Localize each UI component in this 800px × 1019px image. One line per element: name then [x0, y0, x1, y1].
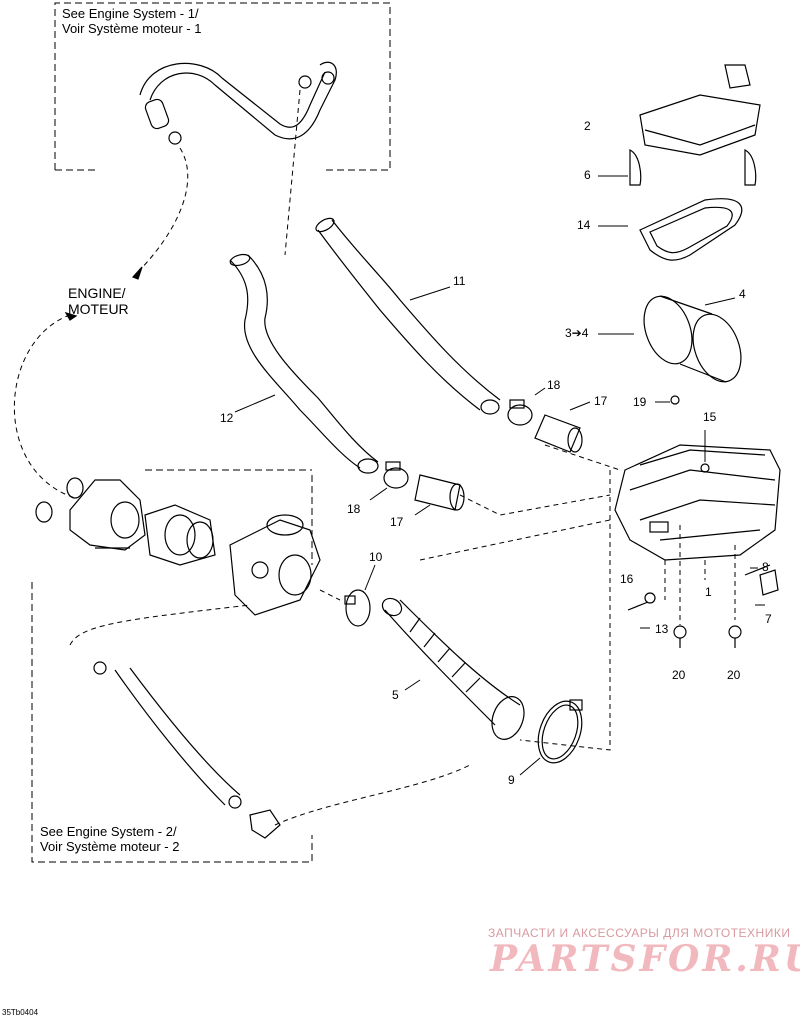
ref-engine-system-1-line2: Voir Système moteur - 1	[62, 21, 202, 36]
o-rings	[35, 477, 84, 523]
callout-7: 7	[765, 612, 772, 626]
callout-15: 15	[703, 410, 717, 424]
callout-17-lower: 17	[390, 515, 404, 529]
callout-8: 8	[762, 560, 769, 574]
coupler-17-lower	[414, 474, 465, 511]
callout-13: 13	[655, 622, 669, 636]
callout-3-to-4: 3➔4	[565, 326, 589, 340]
callout-20-right: 20	[727, 668, 741, 682]
callout-6: 6	[584, 168, 591, 182]
watermark-caption: ЗАПЧАСТИ И АКСЕССУАРЫ ДЛЯ МОТОТЕХНИКИ	[488, 926, 791, 940]
ref-engine-line2: MOTEUR	[68, 301, 129, 317]
intake-boot-5	[381, 597, 525, 740]
clamp-18-lower	[383, 461, 409, 489]
diagram-code: 35Tb0404	[2, 1008, 39, 1017]
airbox-body-1	[614, 444, 781, 561]
callout-20-left: 20	[672, 668, 686, 682]
callout-17-upper: 17	[594, 394, 608, 408]
callout-11: 11	[453, 274, 466, 288]
ref-engine-system-2-line1: See Engine System - 2/	[40, 824, 177, 839]
callout-9: 9	[508, 773, 515, 787]
vent-hose-bottom	[93, 661, 281, 839]
callout-2: 2	[584, 119, 591, 133]
carb-adapter	[144, 504, 216, 566]
callout-10: 10	[369, 550, 383, 564]
callout-18-lower: 18	[347, 502, 361, 516]
clamp-18-upper	[507, 399, 533, 426]
hardware	[627, 395, 779, 648]
clamp-9	[537, 699, 583, 764]
engine-system-2-box	[31, 469, 313, 863]
callout-16: 16	[620, 572, 634, 586]
coupler-17-upper	[534, 414, 583, 453]
watermark-brand: PARTSFOR.RU	[490, 938, 800, 980]
callout-14: 14	[577, 218, 591, 232]
hose-11	[315, 217, 501, 415]
callout-19: 19	[633, 395, 647, 409]
callout-4: 4	[739, 287, 746, 301]
airbox-lid-2	[629, 64, 761, 186]
ref-engine-system-1-line1: See Engine System - 1/	[62, 6, 199, 21]
engine-system-1-box	[54, 2, 391, 171]
callout-1: 1	[705, 585, 712, 599]
callout-12: 12	[220, 411, 234, 425]
carburetor	[229, 514, 321, 616]
callout-5: 5	[392, 688, 399, 702]
clamp-10	[344, 589, 371, 627]
gasket-14	[639, 198, 743, 261]
ref-engine-line1: ENGINE/	[68, 285, 126, 301]
air-filter-4	[643, 295, 742, 383]
intake-manifold	[69, 479, 146, 551]
callout-18-upper: 18	[547, 378, 561, 392]
ref-engine-system-2-line2: Voir Système moteur - 2	[40, 839, 180, 854]
hose-12	[229, 253, 379, 474]
vent-hose-top	[139, 61, 337, 145]
